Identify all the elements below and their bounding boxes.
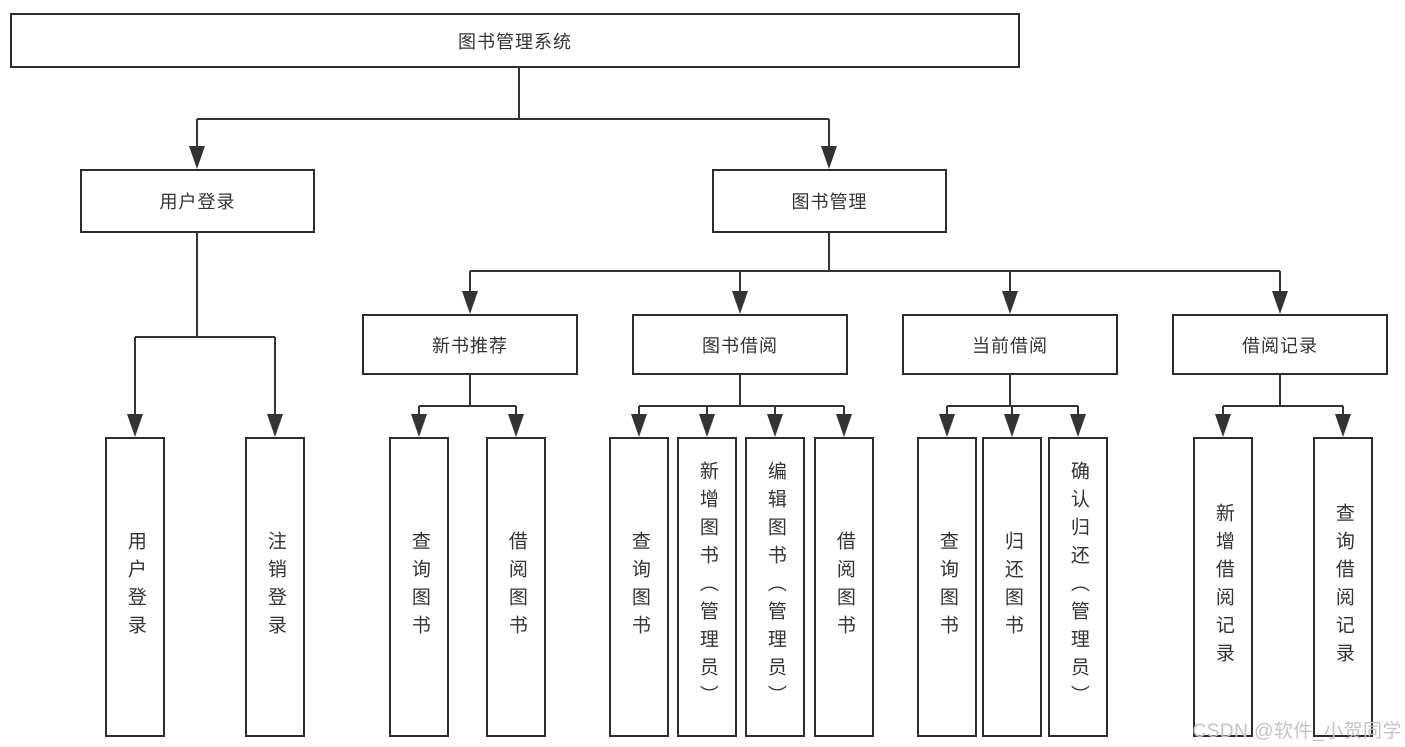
node-label: 借阅记录 — [1242, 335, 1318, 356]
watermark-text: CSDN @软件_小贺同学 — [1192, 721, 1402, 742]
node-borrowing-records: 借阅记录 — [1172, 314, 1388, 375]
node-label: 借阅图书 — [505, 531, 527, 643]
leaf-edit-book-admin: 编辑图书（管理员） — [745, 437, 805, 737]
node-label: 新增借阅记录 — [1212, 503, 1234, 671]
leaf-user-login: 用户登录 — [105, 437, 165, 737]
node-book-management: 图书管理 — [712, 169, 947, 233]
node-current-borrowing: 当前借阅 — [902, 314, 1118, 375]
node-label: 查询图书 — [408, 531, 430, 643]
leaf-add-book-admin: 新增图书（管理员） — [677, 437, 737, 737]
leaf-add-borrow-record: 新增借阅记录 — [1193, 437, 1253, 737]
node-label: 注销登录 — [264, 531, 286, 643]
node-label: 当前借阅 — [972, 335, 1048, 356]
node-label: 归还图书 — [1001, 531, 1023, 643]
node-label: 借阅图书 — [833, 531, 855, 643]
leaf-logout: 注销登录 — [245, 437, 305, 737]
node-root-system: 图书管理系统 — [10, 13, 1020, 68]
leaf-return-books: 归还图书 — [982, 437, 1042, 737]
node-label: 用户登录 — [124, 531, 146, 643]
node-label: 图书管理 — [791, 192, 868, 212]
node-new-book-recommendation: 新书推荐 — [362, 314, 578, 375]
node-label: 新增图书（管理员） — [696, 461, 718, 713]
leaf-query-books-recommend: 查询图书 — [389, 437, 449, 737]
leaf-query-borrow-record: 查询借阅记录 — [1313, 437, 1373, 737]
node-label: 用户登录 — [159, 192, 236, 212]
node-user-login: 用户登录 — [80, 169, 315, 233]
node-label: 编辑图书（管理员） — [764, 461, 786, 713]
node-label: 图书借阅 — [702, 335, 778, 356]
leaf-confirm-return-admin: 确认归还（管理员） — [1048, 437, 1108, 737]
node-label: 确认归还（管理员） — [1067, 461, 1089, 713]
node-label: 查询图书 — [628, 531, 650, 643]
leaf-query-books-current: 查询图书 — [917, 437, 977, 737]
node-book-borrowing: 图书借阅 — [632, 314, 848, 375]
node-label: 新书推荐 — [432, 335, 508, 356]
node-label: 图书管理系统 — [458, 31, 572, 52]
node-label: 查询借阅记录 — [1332, 503, 1354, 671]
leaf-borrow-books: 借阅图书 — [814, 437, 874, 737]
node-label: 查询图书 — [936, 531, 958, 643]
leaf-borrow-books-recommend: 借阅图书 — [486, 437, 546, 737]
leaf-query-books-borrow: 查询图书 — [609, 437, 669, 737]
